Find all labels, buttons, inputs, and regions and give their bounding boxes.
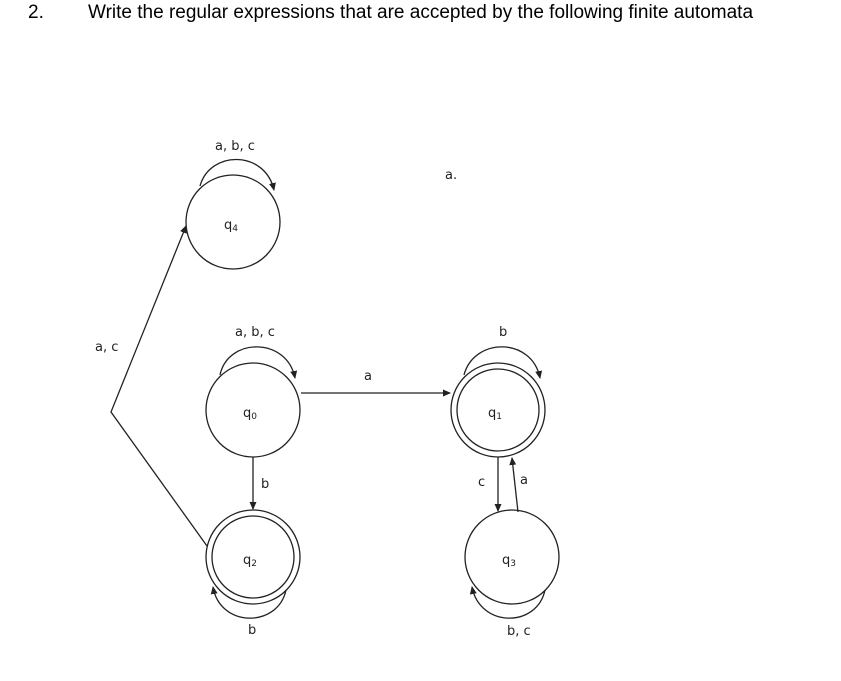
edge-q3-q1 [509, 457, 519, 513]
state-q3-label: q [502, 553, 510, 568]
loop-q2 [210, 586, 287, 619]
svg-text:q4: q4 [224, 218, 238, 234]
edge-q2-q4 [110, 225, 208, 547]
state-q1-sub: 1 [496, 412, 502, 422]
label-q1-loop: b [499, 325, 507, 340]
label-q0-q1: a [364, 369, 372, 384]
svg-text:q1: q1 [488, 406, 502, 422]
label-q2-loop: b [248, 623, 256, 638]
label-q2-q4: a, c [95, 340, 118, 355]
state-q4-sub: 4 [232, 224, 238, 234]
svg-text:q0: q0 [243, 406, 257, 422]
label-q4-loop: a, b, c [215, 139, 255, 154]
state-q4-label: q [224, 218, 232, 233]
question-number: 2. [28, 2, 44, 23]
state-q3-sub: 3 [510, 559, 516, 569]
loop-q3 [469, 586, 546, 619]
label-q0-q2: b [261, 477, 269, 492]
state-q3: q3 [464, 509, 560, 605]
question-text: Write the regular expressions that are a… [88, 2, 754, 23]
state-q0-sub: 0 [251, 412, 257, 422]
state-q1-label: q [488, 406, 496, 421]
state-q0: q0 [205, 362, 301, 458]
svg-text:q2: q2 [243, 553, 257, 569]
state-q2-sub: 2 [251, 559, 257, 569]
part-label: a. [445, 168, 457, 183]
label-q0-loop: a, b, c [235, 325, 275, 340]
state-q0-label: q [243, 406, 251, 421]
state-q1: q1 [450, 362, 546, 458]
svg-text:q3: q3 [502, 553, 516, 569]
label-q3-loop: b, c [507, 624, 531, 639]
loop-q4 [199, 158, 276, 191]
state-q4: q4 [185, 174, 281, 270]
loop-q1 [463, 346, 543, 379]
state-q2: q2 [205, 509, 301, 605]
state-q2-label: q [243, 553, 251, 568]
label-q1-q3: c [478, 475, 485, 490]
loop-q0 [219, 346, 298, 379]
label-q3-q1: a [520, 473, 528, 488]
